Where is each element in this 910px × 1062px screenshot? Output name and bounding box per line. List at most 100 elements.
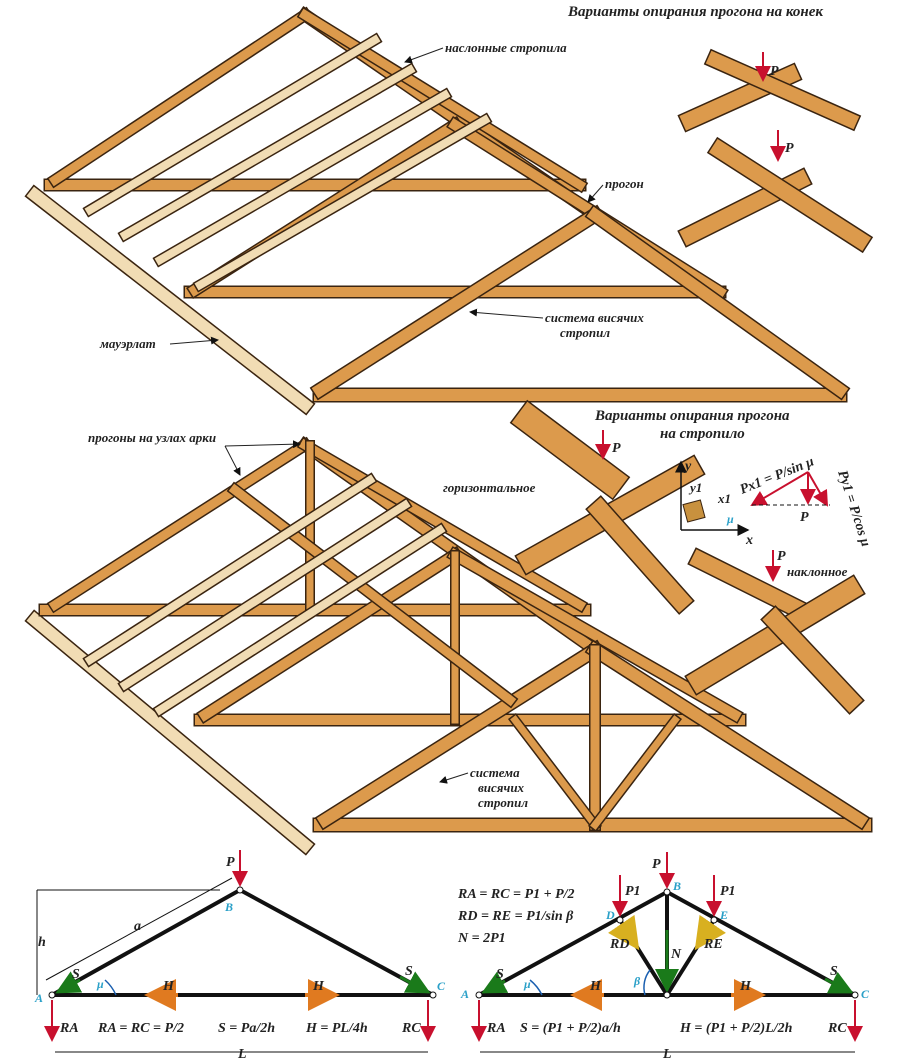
formula-S: S = (P1 + P/2)a/h — [520, 1021, 621, 1036]
load-label: P — [777, 549, 786, 564]
label-system-2: стропил — [560, 325, 610, 340]
strut — [590, 715, 680, 830]
point-C: C — [437, 979, 446, 993]
rafter — [316, 641, 604, 829]
label-purlin: прогон — [605, 176, 644, 191]
label-N: N — [670, 947, 682, 962]
label-mu: μ — [96, 977, 104, 991]
label-system-2: висячих — [478, 780, 525, 795]
middle-title-2: на стропило — [660, 426, 745, 442]
purlin — [228, 483, 517, 707]
label-P1-right: P1 — [720, 884, 736, 899]
detail-beam — [762, 607, 863, 713]
detail-beam — [705, 50, 860, 130]
lean-to-rafter — [119, 499, 411, 691]
label-H-left: H — [589, 979, 602, 994]
axis-x1-label: x1 — [717, 491, 731, 506]
pointer — [224, 445, 241, 476]
rafter — [586, 206, 849, 399]
label-system: система висячих — [545, 310, 644, 325]
detail-beam — [708, 138, 872, 252]
pointer — [439, 772, 469, 784]
pointer — [169, 336, 219, 345]
axis-y1-label: y1 — [688, 480, 702, 495]
point-E: E — [719, 908, 728, 922]
strut — [510, 715, 600, 830]
detail-beam — [587, 497, 693, 613]
pointer — [404, 47, 444, 64]
label-mauerlat: мауэрлат — [99, 336, 156, 351]
point-D: D — [605, 908, 615, 922]
lean-to-rafter — [119, 64, 416, 241]
rafter — [48, 438, 312, 612]
point-B: B — [224, 900, 233, 914]
formula-reactions: RA = RC = P/2 — [97, 1021, 184, 1036]
label-RC: RC — [401, 1021, 421, 1036]
py1-formula: Py1 = P/cos μ — [834, 469, 873, 549]
detail-beam — [511, 401, 629, 499]
lean-to-rafter — [194, 114, 491, 291]
label-system-1: система — [470, 765, 520, 780]
load-label: P — [770, 64, 779, 79]
lean-to-rafter — [154, 524, 446, 716]
pointer — [469, 308, 544, 319]
label-S-right: S — [405, 964, 413, 979]
rafter — [586, 641, 869, 829]
label-P: P — [226, 855, 235, 870]
label-H-left: H — [162, 979, 175, 994]
formula-H: H = (P1 + P/2)L/2h — [679, 1021, 793, 1036]
label-rafters: наслонные стропила — [445, 40, 567, 55]
point-A: A — [460, 987, 469, 1001]
pointer — [224, 440, 301, 449]
axis-y-label: y — [683, 459, 692, 474]
label-P: P — [652, 857, 661, 872]
label-S-left: S — [496, 967, 504, 982]
point-B: B — [672, 879, 681, 893]
label-beta: β — [633, 974, 641, 988]
truss-with-struts-diagram — [471, 852, 863, 1053]
load-label: P — [612, 441, 621, 456]
rafter — [311, 206, 604, 399]
label-RC: RC — [827, 1021, 847, 1036]
point-A: A — [34, 991, 43, 1005]
mauerlat — [26, 186, 314, 414]
detail-beam — [689, 549, 811, 621]
top-title: Варианты опирания прогона на конек — [567, 4, 823, 20]
angle-label: μ — [726, 512, 734, 526]
p-vector-label: P — [800, 510, 809, 525]
mauerlat — [26, 611, 314, 854]
label-H-right: H — [312, 979, 325, 994]
label-L: L — [237, 1047, 247, 1062]
axis-x-label: x — [745, 533, 753, 548]
label-inclined: наклонное — [787, 564, 848, 579]
label-horizontal: горизонтальное — [443, 480, 536, 495]
label-RD: RD — [609, 937, 629, 952]
label-system-3: стропил — [478, 795, 528, 810]
load-label: P — [785, 141, 794, 156]
formula-strut: RD = RE = P1/sin β — [457, 909, 574, 924]
middle-title-1: Варианты опирания прогона — [594, 408, 790, 424]
label-RA: RA — [486, 1021, 506, 1036]
label-RA: RA — [59, 1021, 79, 1036]
label-P1-left: P1 — [625, 884, 641, 899]
lean-to-rafter — [154, 89, 451, 266]
label-h: h — [38, 935, 46, 950]
label-a: a — [134, 919, 141, 934]
formula-reactions: RA = RC = P1 + P/2 — [457, 887, 575, 902]
rafter — [198, 548, 462, 722]
force-decomposition: y x y1 x1 μ Px1 = P/sin μ Py1 = P/cos μ … — [675, 454, 873, 549]
label-RE: RE — [703, 937, 723, 952]
rafter — [48, 8, 312, 187]
label-S-right: S — [830, 964, 838, 979]
formula-N: N = 2P1 — [457, 931, 506, 946]
label-purlins-arch: прогоны на узлах арки — [88, 430, 216, 445]
formula-S: S = Pa/2h — [218, 1021, 275, 1036]
label-L: L — [662, 1047, 672, 1062]
label-H-right: H — [739, 979, 752, 994]
point-C: C — [861, 987, 870, 1001]
label-S-left: S — [72, 967, 80, 982]
rafter — [448, 548, 742, 722]
pointer — [587, 184, 604, 203]
